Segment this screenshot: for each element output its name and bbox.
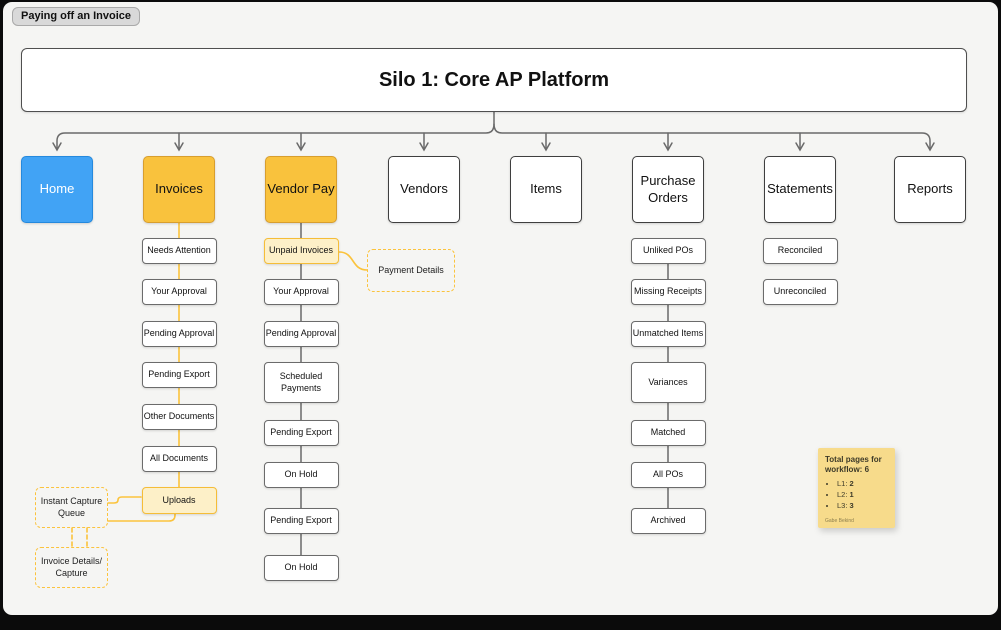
node-vp-pending-approval[interactable]: Pending Approval [263,321,339,347]
arrowhead [541,142,551,152]
sticky-note-list: L1: 2 L2: 1 L3: 3 [837,478,889,512]
arrowhead [52,142,62,152]
node-unliked-pos[interactable]: Unliked POs [630,238,706,264]
node-home[interactable]: Home [21,156,93,223]
arrowhead [795,142,805,152]
node-purchase-orders[interactable]: Purchase Orders [632,156,704,223]
node-variances[interactable]: Variances [630,362,706,403]
node-vp-on-hold-2[interactable]: On Hold [263,555,339,581]
node-missing-receipts[interactable]: Missing Receipts [630,279,706,305]
node-matched[interactable]: Matched [630,420,706,446]
flow-title-badge[interactable]: Paying off an Invoice [12,7,141,26]
node-reports[interactable]: Reports [894,156,966,223]
node-vendors[interactable]: Vendors [388,156,460,223]
payment-details-link [338,251,368,271]
node-vendor-pay[interactable]: Vendor Pay [265,156,337,223]
sticky-note-title: Total pages for workflow: 6 [825,455,882,475]
node-scheduled-payments[interactable]: Scheduled Payments [263,362,339,403]
node-your-approval[interactable]: Your Approval [141,279,217,305]
node-all-documents[interactable]: All Documents [141,446,217,472]
node-pending-export[interactable]: Pending Export [141,362,217,388]
node-payment-details[interactable]: Payment Details [367,249,455,292]
arrowhead [174,142,184,152]
node-unreconciled[interactable]: Unreconciled [762,279,838,305]
node-items[interactable]: Items [510,156,582,223]
node-statements[interactable]: Statements [764,156,836,223]
arrowhead [296,142,306,152]
silo-root-node[interactable]: Silo 1: Core AP Platform [21,48,967,112]
node-needs-attention[interactable]: Needs Attention [141,238,217,264]
capture-detail-links [71,527,88,548]
arrowhead [925,142,935,152]
sticky-note-item: L1: 2 [837,478,889,489]
node-vp-your-approval[interactable]: Your Approval [263,279,339,305]
arrowhead [663,142,673,152]
sticky-note-item: L2: 1 [837,489,889,500]
uploads-to-capture-link [107,513,176,522]
arrowhead [419,142,429,152]
node-vp-on-hold[interactable]: On Hold [263,462,339,488]
node-reconciled[interactable]: Reconciled [762,238,838,264]
canvas: Paying off an Invoice Silo 1: Core AP Pl… [3,2,998,615]
node-instant-capture-queue[interactable]: Instant Capture Queue [35,487,108,528]
node-invoice-details-capture[interactable]: Invoice Details/ Capture [35,547,108,588]
node-pending-approval[interactable]: Pending Approval [141,321,217,347]
node-archived[interactable]: Archived [630,508,706,534]
sticky-note-author: Gabe Bekind [825,518,854,524]
node-vp-pending-export[interactable]: Pending Export [263,420,339,446]
node-all-pos[interactable]: All POs [630,462,706,488]
node-vp-pending-export-2[interactable]: Pending Export [263,508,339,534]
node-other-documents[interactable]: Other Documents [141,404,217,430]
sticky-note[interactable]: Total pages for workflow: 6 L1: 2 L2: 1 … [818,448,895,528]
sticky-note-item: L3: 3 [837,500,889,511]
node-unmatched-items[interactable]: Unmatched Items [630,321,706,347]
capture-to-uploads-link [107,496,142,504]
node-uploads[interactable]: Uploads [141,487,217,514]
node-unpaid-invoices[interactable]: Unpaid Invoices [263,238,339,264]
node-invoices[interactable]: Invoices [143,156,215,223]
